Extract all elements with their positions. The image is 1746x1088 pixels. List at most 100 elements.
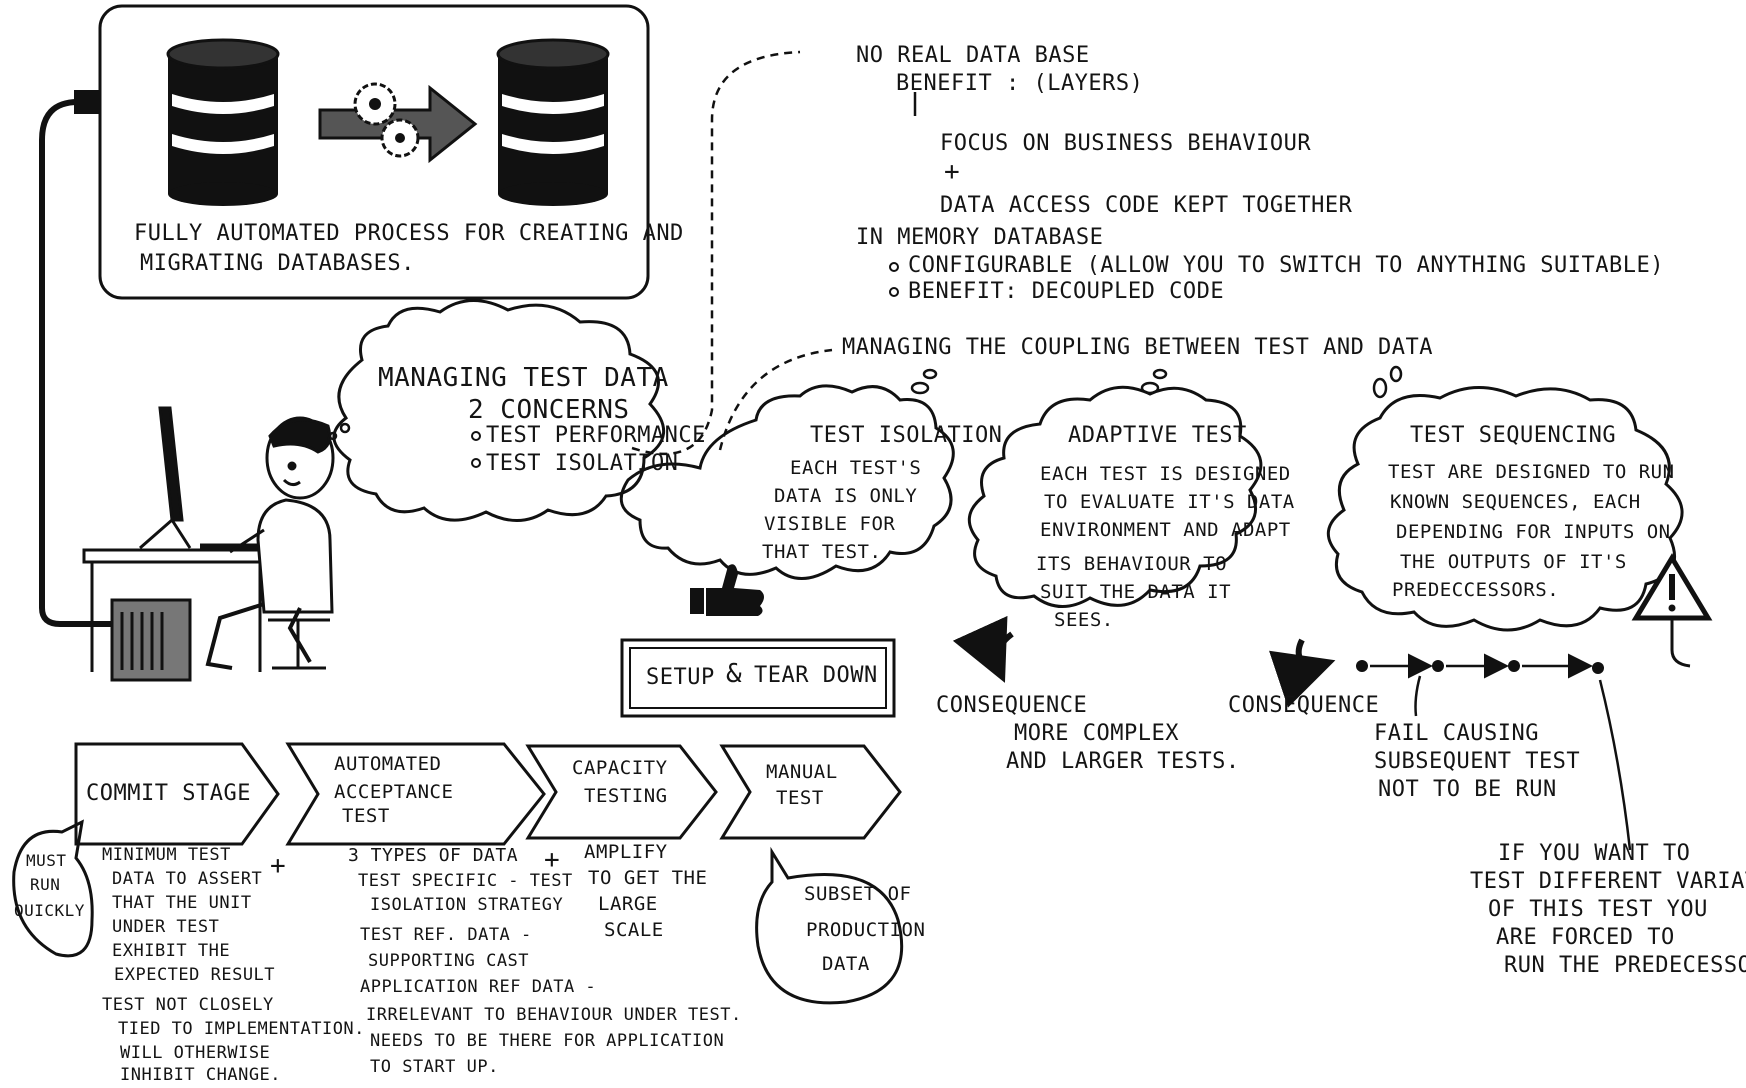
adaptive-test-line-5: SUIT THE DATA IT — [1040, 581, 1232, 603]
adaptive-test-line-1: EACH TEST IS DESIGNED — [1040, 463, 1291, 485]
in-memory-bullet-1: CONFIGURABLE (ALLOW YOU TO SWITCH TO ANY… — [908, 253, 1664, 278]
variations-note-line-3: OF THIS TEST YOU — [1488, 897, 1708, 922]
acceptance-note-3-line-4: TO START UP. — [370, 1057, 499, 1077]
pipeline-box — [98, 4, 650, 300]
commit-note-2-line-1: TEST NOT CLOSELY — [102, 995, 274, 1015]
test-sequencing-line-1: TEST ARE DESIGNED TO RUN — [1388, 461, 1675, 483]
consequence-adaptive-label: CONSEQUENCE — [936, 693, 1088, 718]
must-run-line-2: RUN — [30, 875, 61, 894]
commit-note-1-line-2: DATA TO ASSERT — [112, 869, 263, 889]
adaptive-test-line-6: SEES. — [1054, 609, 1114, 631]
manual-note-bubble — [755, 846, 904, 1005]
test-isolation-line-2: DATA IS ONLY — [774, 485, 918, 507]
consequence-arrow-icon — [952, 615, 1014, 683]
sequence-chain — [1356, 653, 1632, 851]
capacity-stage-arrow — [525, 744, 718, 840]
manual-stage-label-2: TEST — [776, 787, 824, 809]
no-real-db-data-access: DATA ACCESS CODE KEPT TOGETHER — [940, 193, 1353, 218]
power-plug-icon — [74, 90, 100, 114]
fail-note-line-1: FAIL CAUSING — [1374, 721, 1539, 746]
power-cable — [39, 99, 112, 627]
setup-teardown-ampersand: & — [726, 659, 743, 689]
variations-note-line-5: RUN THE PREDECESSORS — [1504, 953, 1746, 978]
database-icon — [166, 38, 280, 206]
adaptive-test-line-4: ITS BEHAVIOUR TO — [1036, 553, 1228, 575]
variations-note-line-4: ARE FORCED TO — [1496, 925, 1675, 950]
manual-stage-label-1: MANUAL — [766, 761, 838, 783]
acceptance-stage-label-1: AUTOMATED — [334, 753, 442, 775]
fail-note-line-3: NOT TO BE RUN — [1378, 777, 1557, 802]
adaptive-test-cloud — [967, 385, 1263, 608]
capacity-note-line-1: AMPLIFY — [584, 841, 668, 863]
acceptance-stage-label-2: ACCEPTANCE — [334, 781, 454, 803]
consequence-adaptive-line-2: AND LARGER TESTS. — [1006, 749, 1240, 774]
acceptance-note-2-line-1: TEST REF. DATA - — [360, 925, 532, 945]
consequence-sequencing-label: CONSEQUENCE — [1228, 693, 1380, 718]
must-run-bubble — [12, 819, 94, 958]
managing-test-data-subtitle: 2 CONCERNS — [468, 395, 630, 425]
capacity-note-line-2: TO GET THE — [588, 867, 708, 889]
must-run-line-1: MUST — [26, 851, 67, 870]
no-real-db-plus: + — [944, 157, 961, 187]
commit-stage-arrow — [74, 742, 280, 846]
in-memory-bullet-2: BENEFIT: DECOUPLED CODE — [908, 279, 1225, 304]
coupling-heading: MANAGING THE COUPLING BETWEEN TEST AND D… — [842, 335, 1434, 360]
test-isolation-line-3: VISIBLE FOR — [764, 513, 896, 535]
capacity-note-line-4: SCALE — [604, 919, 664, 941]
acceptance-stage-label-3: TEST — [342, 805, 390, 827]
pipeline-caption-line-1: FULLY AUTOMATED PROCESS FOR CREATING AND — [134, 221, 684, 246]
plus-sign: + — [270, 851, 287, 881]
capacity-note-line-3: LARGE — [598, 893, 658, 915]
must-run-line-3: QUICKLY — [14, 901, 85, 920]
plus-sign-2: + — [544, 845, 561, 875]
commit-stage-label: COMMIT STAGE — [86, 781, 251, 806]
capacity-stage-label-1: CAPACITY — [572, 757, 668, 779]
test-isolation-title: TEST ISOLATION — [810, 423, 1003, 448]
acceptance-note-3-line-2: IRRELEVANT TO BEHAVIOUR UNDER TEST. — [366, 1005, 742, 1025]
acceptance-note-1-line-2: ISOLATION STRATEGY — [370, 895, 564, 915]
fail-note-line-2: SUBSEQUENT TEST — [1374, 749, 1581, 774]
manual-note-line-3: DATA — [822, 953, 870, 975]
managing-test-data-cloud — [332, 299, 666, 522]
no-real-db-focus: FOCUS ON BUSINESS BEHAVIOUR — [940, 131, 1312, 156]
acceptance-note-3-line-3: NEEDS TO BE THERE FOR APPLICATION — [370, 1031, 725, 1051]
commit-note-1-line-5: EXHIBIT THE — [112, 941, 231, 961]
manual-note-line-2: PRODUCTION — [806, 919, 926, 941]
no-real-db-title: NO REAL DATA BASE — [856, 43, 1090, 68]
setup-teardown-box — [620, 638, 896, 718]
commit-note-2-line-4: INHIBIT CHANGE. — [120, 1065, 282, 1085]
consequence-arrow-icon-2 — [1268, 638, 1336, 708]
coupling-dashed-line — [718, 348, 833, 451]
test-sequencing-line-5: PREDECCESSORS. — [1392, 579, 1560, 601]
test-sequencing-line-2: KNOWN SEQUENCES, EACH — [1390, 491, 1641, 513]
commit-note-1-line-3: THAT THE UNIT — [112, 893, 252, 913]
acceptance-note-2-line-2: SUPPORTING CAST — [368, 951, 530, 971]
capacity-stage-label-2: TESTING — [584, 785, 668, 807]
commit-note-2-line-2: TIED TO IMPLEMENTATION. — [118, 1019, 365, 1039]
adaptive-test-line-2: TO EVALUATE IT'S DATA — [1044, 491, 1295, 513]
manual-note-line-1: SUBSET OF — [804, 883, 912, 905]
test-sequencing-line-4: THE OUTPUTS OF IT'S — [1400, 551, 1627, 573]
no-real-db-benefit: BENEFIT : (LAYERS) — [896, 71, 1144, 96]
managing-test-data-concern-1: TEST PERFORMANCE — [486, 423, 706, 448]
test-isolation-cloud — [619, 384, 955, 580]
managing-test-data-concern-2: TEST ISOLATION — [486, 451, 679, 476]
commit-note-1-line-6: EXPECTED RESULT — [114, 965, 276, 985]
developer-at-desk-illustration — [82, 406, 335, 682]
database-icon-migrated — [496, 38, 610, 206]
thumbs-up-icon — [690, 564, 764, 616]
pipeline-caption-line-2: MIGRATING DATABASES. — [140, 251, 415, 276]
connector-dashed-line — [631, 50, 801, 456]
gear-icon — [353, 82, 420, 158]
manual-stage-arrow — [719, 744, 902, 840]
commit-note-1-line-4: UNDER TEST — [112, 917, 220, 937]
adaptive-test-title: ADAPTIVE TEST — [1068, 423, 1247, 448]
commit-note-1-line-1: MINIMUM TEST — [102, 845, 231, 865]
acceptance-stage-arrow — [285, 742, 546, 846]
acceptance-note-3-line-1: APPLICATION REF DATA - — [360, 977, 597, 997]
acceptance-notes-title: 3 TYPES OF DATA — [348, 845, 519, 866]
adaptive-test-line-3: ENVIRONMENT AND ADAPT — [1040, 519, 1291, 541]
test-sequencing-line-3: DEPENDING FOR INPUTS ON — [1396, 521, 1671, 543]
acceptance-note-1-line-1: TEST SPECIFIC - TEST — [358, 871, 573, 891]
